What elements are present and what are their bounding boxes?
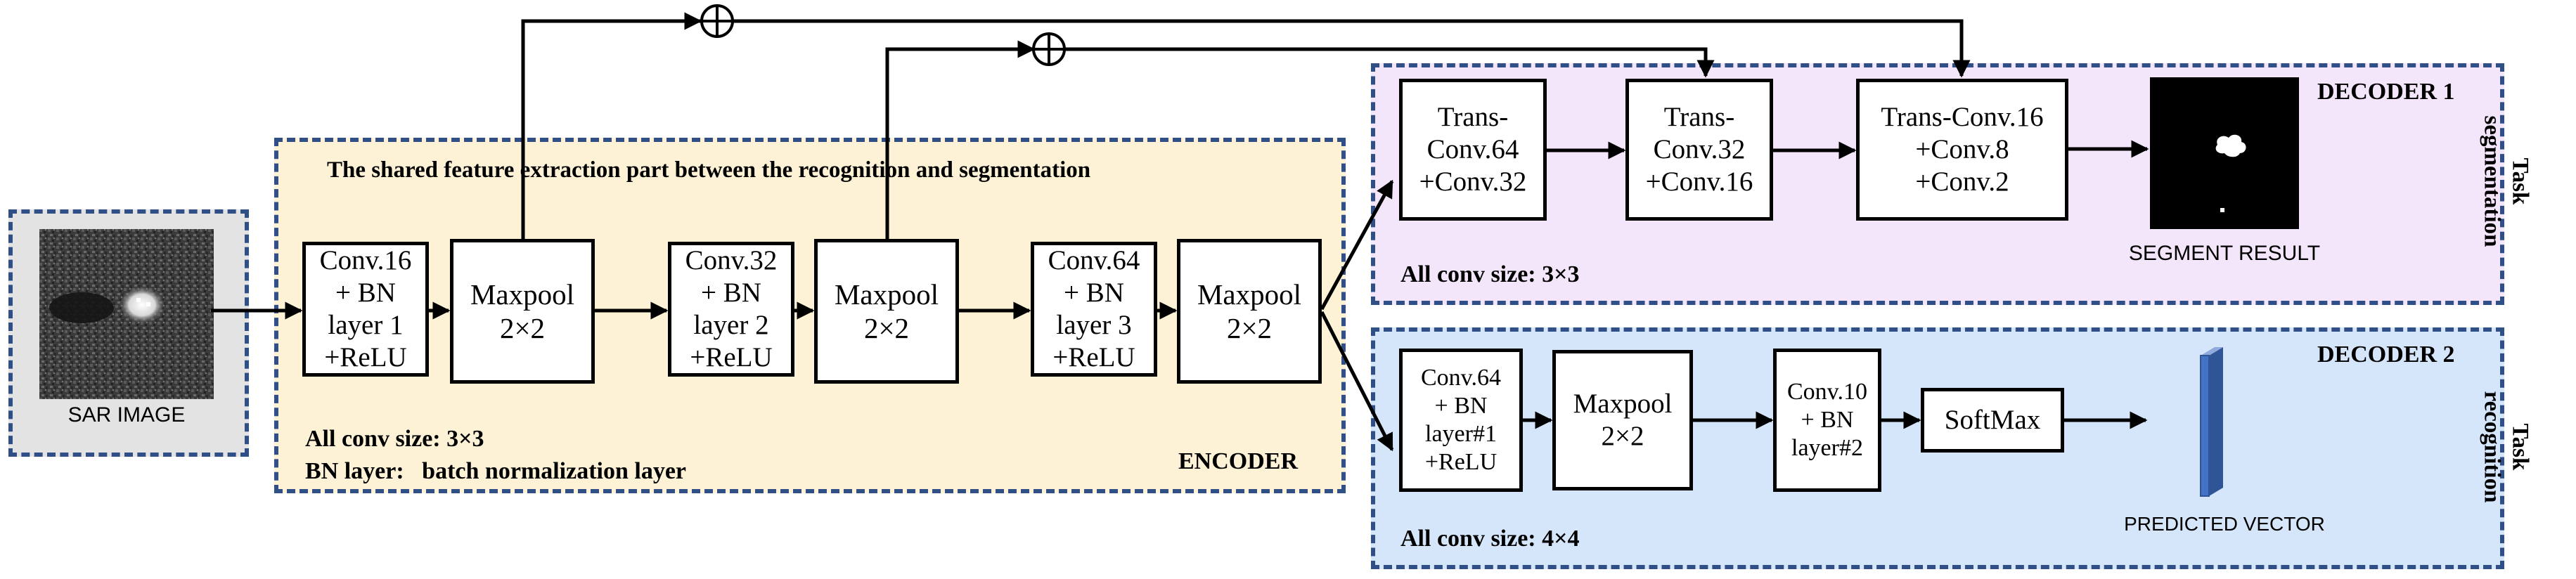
block-line: Maxpool [470,278,575,311]
encoder-maxpool-block-1: Maxpool 2×2 [450,239,595,384]
arrow-encoder-to-decoder2 [1320,311,1394,452]
block-line: 2×2 [1601,421,1644,451]
block-line: layer#2 [1791,435,1863,462]
predicted-vector-graphic [2200,347,2223,497]
block-line: Conv.64 [1048,245,1140,275]
block-line: layer 3 [1056,310,1132,340]
block-line: 2×2 [499,312,546,344]
block-line: + BN [1064,277,1124,308]
skip-op-1 [700,4,734,38]
block-line: + BN [701,277,761,308]
encoder-note-conv: All conv size: 3×3 [305,426,484,452]
block-line: +ReLU [1052,342,1135,373]
decoder1-title: DECODER 1 [2317,79,2455,105]
encoder-maxpool-block-2: Maxpool 2×2 [814,239,959,384]
block-line: Maxpool [834,278,939,311]
block-line: Maxpool [1573,388,1673,419]
block-line: Conv.64 [1421,364,1501,391]
segment-result-image [2150,77,2299,229]
block-line: Conv.32 [1653,134,1746,164]
block-line: +Conv.16 [1645,167,1753,197]
skip-connection-1-continued [733,19,1971,78]
decoder2-conv-block-2: Conv.10 + BN layer#2 [1773,349,1881,492]
block-line: Conv.16 [319,245,412,275]
block-line: 2×2 [863,312,910,344]
decoder1-note-conv: All conv size: 3×3 [1400,261,1580,287]
block-line: Conv.32 [685,245,778,275]
decoder1-transconv-block-1: Trans- Conv.64 +Conv.32 [1399,79,1547,221]
segment-mask-graphic [2215,134,2246,212]
block-line: Trans-Conv.16 [1881,101,2044,132]
block-line: + BN [1434,392,1488,419]
sar-image-graphic [39,229,214,399]
block-line: +Conv.32 [1419,167,1527,197]
block-line: +Conv.8 [1915,134,2009,164]
block-line: SoftMax [1944,404,2041,435]
arrow-encoder-to-decoder1 [1320,179,1394,311]
sar-image [39,229,214,399]
encoder-title: ENCODER [1178,448,1299,474]
block-line: layer#1 [1425,421,1497,447]
predicted-vector-label: PREDICTED VECTOR [2124,513,2325,535]
decoder2-maxpool-block: Maxpool 2×2 [1552,350,1693,490]
sar-image-label: SAR IMAGE [67,403,186,427]
decoder2-title: DECODER 2 [2317,341,2455,367]
encoder-conv-block-1: Conv.16 + BN layer 1 +ReLU [302,242,429,377]
decoder2-note-conv: All conv size: 4×4 [1400,526,1580,552]
block-line: +ReLU [690,342,773,373]
encoder-maxpool-block-3: Maxpool 2×2 [1177,239,1322,384]
decoder1-transconv-block-2: Trans- Conv.32 +Conv.16 [1625,79,1773,221]
block-line: Trans- [1437,101,1509,132]
skip-connection-2 [885,47,1035,239]
skip-connection-2-continued [1064,47,1715,78]
block-line: layer 2 [693,310,769,340]
block-line: + BN [1801,406,1854,433]
block-line: layer 1 [328,310,404,340]
encoder-conv-block-3: Conv.64 + BN layer 3 +ReLU [1031,242,1157,377]
encoder-conv-block-2: Conv.32 + BN layer 2 +ReLU [668,242,794,377]
decoder2-softmax-block: SoftMax [1921,388,2064,453]
encoder-note-bn: BN layer: batch normalization layer [305,458,687,484]
block-line: Conv.10 [1787,378,1867,405]
encoder-heading: The shared feature extraction part betwe… [327,157,1091,183]
skip-connection-1 [521,19,702,239]
segment-result-label: SEGMENT RESULT [2128,242,2321,265]
block-line: +Conv.2 [1915,167,2009,197]
block-line: + BN [335,277,396,308]
block-line: 2×2 [1226,312,1273,344]
skip-op-2 [1032,32,1066,66]
block-line: Trans- [1663,101,1735,132]
block-line: +ReLU [324,342,407,373]
block-line: +ReLU [1424,449,1498,476]
block-line: Maxpool [1197,278,1302,311]
decoder2-conv-block-1: Conv.64 + BN layer#1 +ReLU [1399,349,1523,492]
decoder1-transconv-block-3: Trans-Conv.16 +Conv.8 +Conv.2 [1856,79,2068,221]
block-line: Conv.64 [1427,134,1519,164]
